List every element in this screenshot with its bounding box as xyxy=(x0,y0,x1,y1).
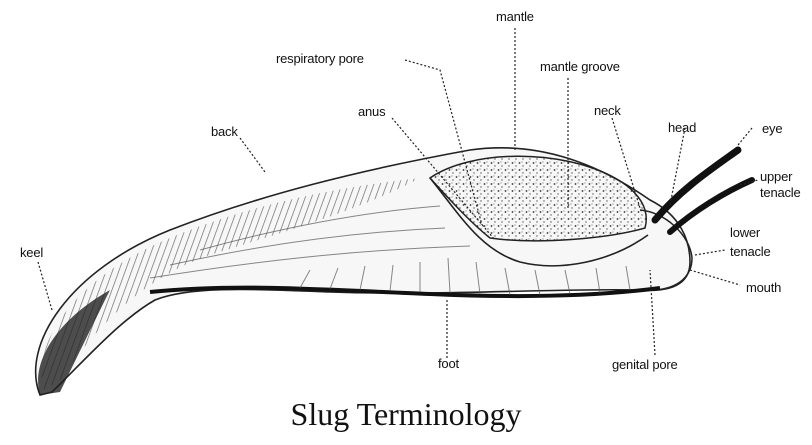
diagram-title: Slug Terminology xyxy=(0,394,812,434)
label-foot: foot xyxy=(438,357,459,371)
label-keel: keel xyxy=(20,246,43,260)
label-head: head xyxy=(668,121,696,135)
leader-mouth xyxy=(690,270,740,285)
label-upper-tentacle: tenacle xyxy=(760,186,801,200)
label-mantle-groove: mantle groove xyxy=(540,60,620,74)
label-mouth: mouth xyxy=(746,281,781,295)
leader-lower-tentacle xyxy=(695,250,725,255)
leader-back xyxy=(240,138,265,172)
label-lower: lower xyxy=(730,226,760,240)
label-lower-tentacle: tenacle xyxy=(730,245,771,259)
label-back: back xyxy=(211,125,238,139)
label-respiratory-pore: respiratory pore xyxy=(276,52,364,66)
leader-eye xyxy=(738,128,752,145)
leader-keel xyxy=(38,262,52,310)
label-neck: neck xyxy=(594,104,621,118)
label-upper: upper xyxy=(760,170,792,184)
label-anus: anus xyxy=(358,105,385,119)
label-genital-pore: genital pore xyxy=(612,358,678,372)
label-eye: eye xyxy=(762,122,782,136)
label-mantle: mantle xyxy=(496,10,534,24)
